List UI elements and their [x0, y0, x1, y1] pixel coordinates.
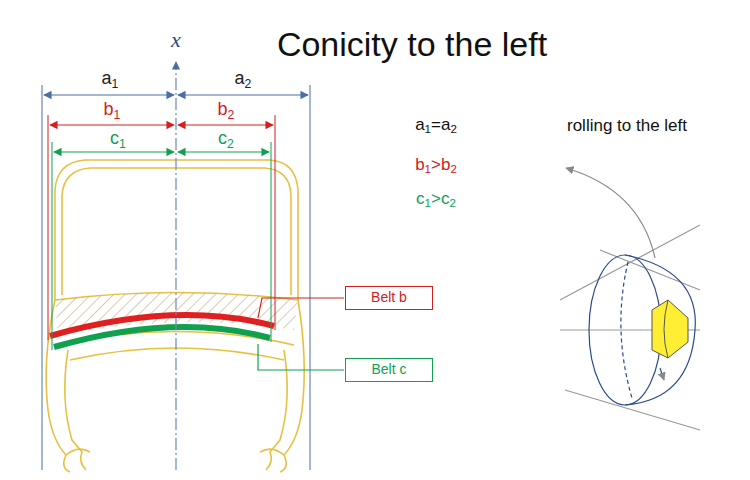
cone-illustration: [560, 168, 700, 430]
leader-line: [258, 298, 344, 318]
callout-box: Belt c: [345, 358, 433, 381]
dimension-label: a1: [100, 69, 121, 91]
extension-lines: [42, 85, 310, 470]
dimension-label: a2: [233, 69, 254, 91]
axis-label: x: [169, 28, 183, 52]
dimension-lines: [44, 95, 308, 152]
dimension-label: c1: [108, 129, 128, 151]
equation: b1>b2: [415, 156, 457, 176]
x-axis: [175, 62, 176, 470]
dimension-label: b1: [102, 100, 123, 122]
callout-label: Belt c: [346, 362, 432, 377]
callout-box: Belt b: [345, 286, 433, 309]
note: rolling to the left: [567, 117, 687, 136]
belt-c: [54, 327, 270, 347]
equation: c1>c2: [416, 190, 456, 210]
title: Conicity to the left: [277, 26, 547, 63]
tire-section: [46, 160, 304, 472]
callout-label: Belt b: [346, 290, 432, 305]
equation: a1=a2: [415, 116, 457, 136]
leader-line: [258, 344, 344, 370]
dimension-label: b2: [216, 100, 237, 122]
dimension-label: c2: [216, 129, 236, 151]
